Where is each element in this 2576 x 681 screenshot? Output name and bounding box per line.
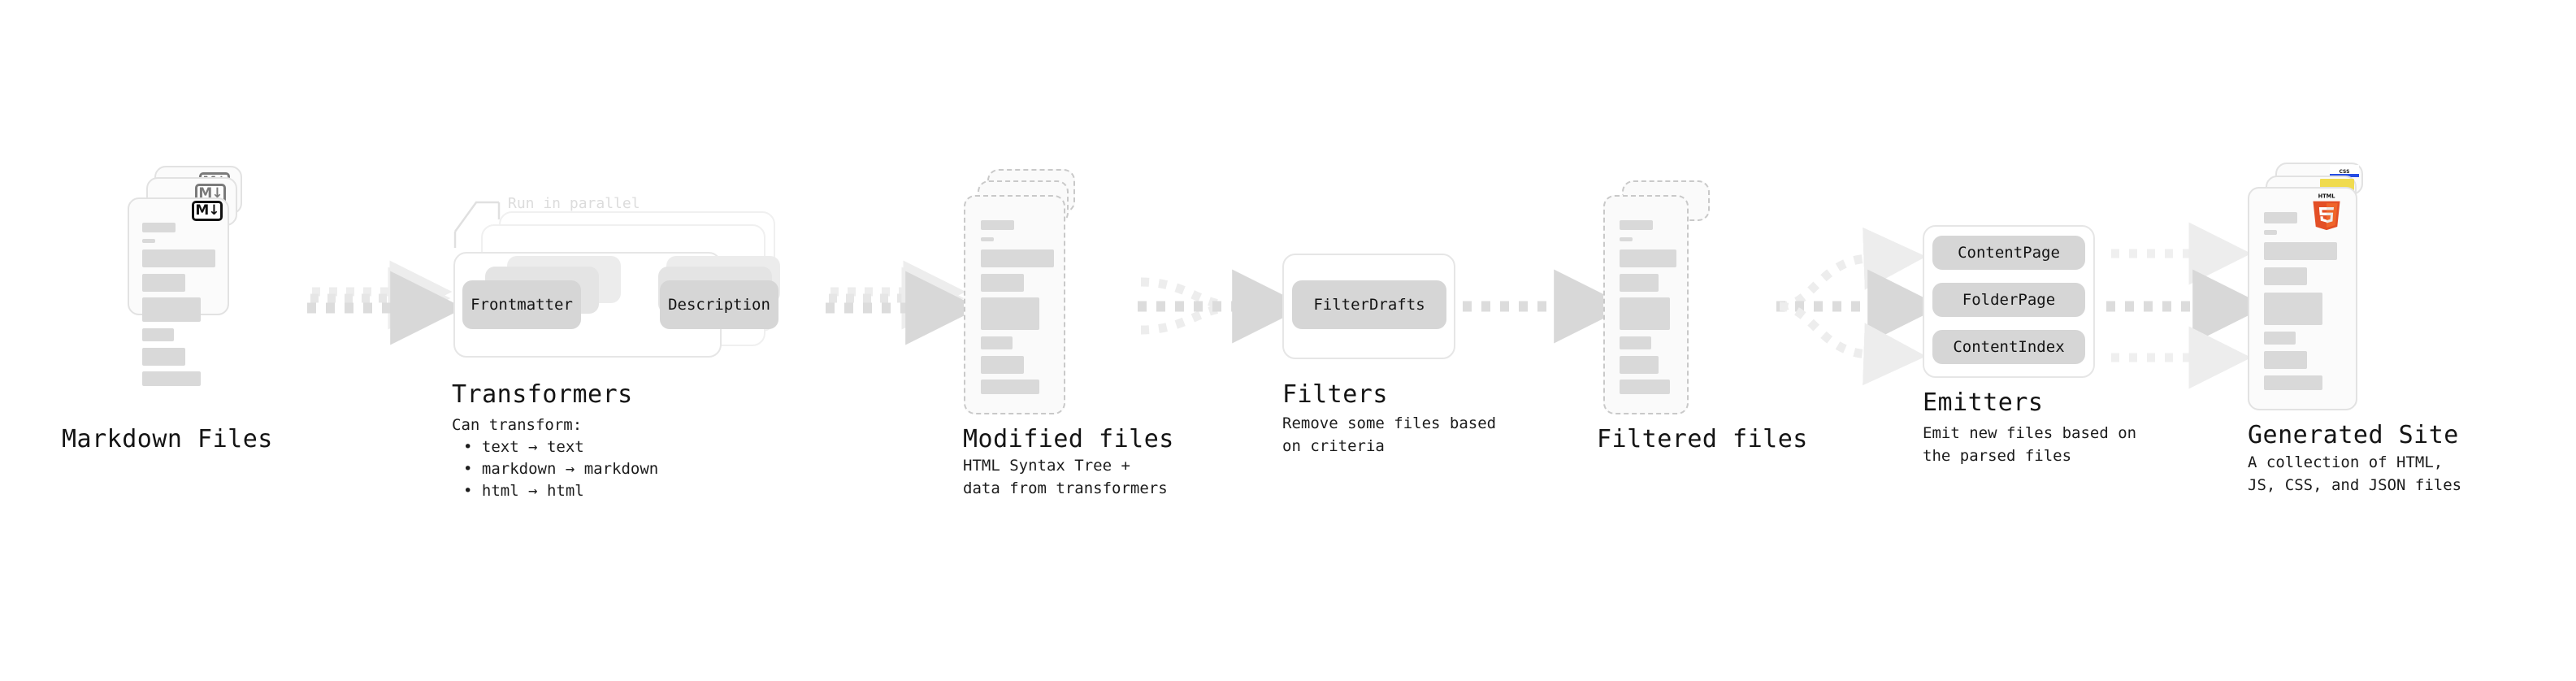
file-bar	[142, 348, 185, 366]
emitters-chip-folderpage[interactable]: FolderPage	[1932, 283, 2085, 317]
markdown-icon: M↓	[192, 201, 223, 221]
transformers-title: Transformers	[452, 380, 633, 409]
filters-title: Filters	[1282, 380, 1388, 409]
transformers-bullet-2: • html → html	[463, 482, 584, 500]
file-bar	[1620, 249, 1676, 267]
emitters-chip-contentpage[interactable]: ContentPage	[1932, 236, 2085, 270]
file-bar	[142, 371, 201, 386]
file-bar	[981, 237, 994, 241]
transformer-chip-description[interactable]: Description	[660, 280, 778, 329]
svg-text:HTML: HTML	[2318, 193, 2336, 199]
file-bar	[2264, 375, 2322, 390]
emitters-title: Emitters	[1923, 388, 2044, 417]
html5-icon: HTML	[2313, 193, 2340, 231]
file-bar	[1620, 336, 1651, 349]
file-bar	[2264, 212, 2297, 223]
modified-files-desc: HTML Syntax Tree + data from transformer…	[963, 457, 1168, 497]
file-bar	[1620, 237, 1633, 241]
file-bar	[981, 220, 1014, 230]
file-bar	[142, 274, 185, 292]
file-bar	[981, 249, 1054, 267]
emitters-chip-contentindex[interactable]: ContentIndex	[1932, 330, 2085, 364]
file-bar	[981, 336, 1013, 349]
transformers-desc: Can transform:	[452, 416, 583, 434]
transformers-bullet-0: • text → text	[463, 438, 584, 456]
file-bar	[142, 239, 155, 243]
filtered-files-title: Filtered files	[1597, 425, 1808, 453]
file-bar	[981, 356, 1024, 374]
arrow-transformers-to-modified	[826, 260, 980, 345]
emitters-desc: Emit new files based on the parsed files	[1923, 424, 2137, 465]
file-bar	[981, 297, 1039, 330]
file-bar	[142, 297, 201, 322]
modified-files-title: Modified files	[963, 425, 1174, 453]
transformer-chip-frontmatter[interactable]: Frontmatter	[462, 280, 581, 329]
filters-chip-filterdrafts[interactable]: FilterDrafts	[1292, 280, 1446, 329]
filters-desc: Remove some files based on criteria	[1282, 414, 1497, 455]
file-bar	[1620, 356, 1659, 374]
file-bar	[2264, 230, 2277, 235]
file-bar	[2264, 351, 2307, 369]
file-bar	[2264, 267, 2307, 285]
file-bar	[142, 223, 176, 232]
file-bar	[142, 328, 174, 341]
file-bar	[2264, 242, 2337, 260]
generated-site-title: Generated Site	[2248, 421, 2459, 449]
file-bar	[981, 380, 1039, 394]
file-bar	[1620, 220, 1653, 230]
arrow-filtered-to-emitters	[1776, 227, 1942, 386]
file-bar	[2264, 293, 2322, 325]
arrow-md-to-transformers	[307, 260, 465, 345]
markdown-files-title: Markdown Files	[62, 425, 273, 453]
file-bar	[1620, 274, 1659, 292]
run-in-parallel-label: Run in parallel	[508, 195, 640, 212]
css-icon: CSS	[2330, 165, 2359, 175]
arrow-modified-to-filters	[1138, 269, 1307, 344]
file-bar	[1620, 297, 1670, 330]
generated-site-desc: A collection of HTML, JS, CSS, and JSON …	[2248, 453, 2462, 494]
file-bar	[142, 249, 215, 267]
arrow-emitters-to-site	[2106, 222, 2267, 389]
file-bar	[2264, 332, 2296, 345]
file-bar	[1620, 380, 1670, 394]
transformers-bullet-1: • markdown → markdown	[463, 460, 659, 478]
file-bar	[981, 274, 1024, 292]
